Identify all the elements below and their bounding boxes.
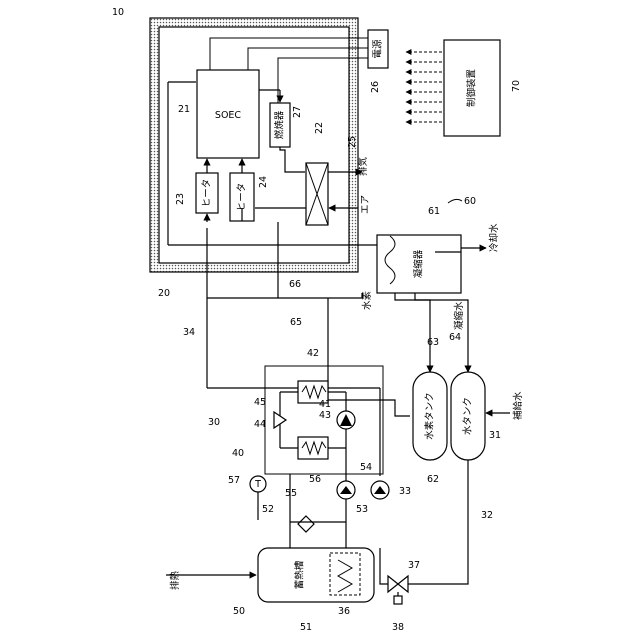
- controller-label: 制御装置: [466, 69, 478, 107]
- cooling-water-label: 冷却水: [488, 223, 500, 252]
- valve-38-ref: 38: [392, 622, 404, 633]
- condenser-ref: 61: [428, 206, 440, 217]
- soec-ref: 21: [178, 104, 190, 115]
- pump-54-ref: 54: [360, 462, 372, 473]
- valve-41-ref: 41: [319, 399, 331, 410]
- combustor-label: 燃焼器: [274, 110, 286, 139]
- heater-24-ref: 24: [258, 176, 269, 188]
- exchanger-42-ref: 42: [307, 348, 319, 359]
- line-65-ref: 65: [290, 317, 302, 328]
- valve-45-ref: 45: [254, 397, 266, 408]
- temp-symbol: T: [254, 479, 261, 490]
- heat-unit-40-ref: 40: [232, 448, 244, 459]
- line-64-ref: 64: [449, 332, 461, 343]
- coil-36-ref: 36: [338, 606, 350, 617]
- valve-56-ref: 56: [309, 474, 321, 485]
- valve-37-ref: 37: [408, 560, 420, 571]
- combustor-ref: 27: [292, 106, 303, 118]
- control-signals: [406, 52, 442, 122]
- insulation-ref: 25: [347, 136, 358, 148]
- valve-56: [298, 516, 314, 532]
- hydrogen-tank-label: 水素タンク: [424, 392, 436, 440]
- controller-ref: 70: [511, 80, 522, 92]
- makeup-water-label: 補給水: [512, 391, 524, 420]
- water-tank-ref: 31: [489, 430, 501, 441]
- heater-24-label: ヒータ: [237, 183, 248, 212]
- heat-44-ref: 44: [254, 419, 266, 430]
- storage-tank: [258, 548, 374, 602]
- storage-tank-label: 蓄熱槽: [294, 560, 306, 589]
- hydrogen-tank-ref: 62: [427, 474, 439, 485]
- line-63-ref: 63: [427, 337, 439, 348]
- pump-53-ref: 53: [356, 504, 368, 515]
- heat-exchanger-ref: 22: [314, 122, 325, 134]
- hydrogen-label: 水素: [361, 290, 373, 310]
- air-label: エア: [360, 195, 371, 214]
- heater-23-ref: 23: [175, 193, 186, 205]
- power-source-label: 電源: [373, 39, 384, 59]
- pump-43-ref: 43: [319, 410, 331, 421]
- leader-60: [448, 199, 462, 203]
- storage-tank-ref: 51: [300, 622, 312, 633]
- condensed-water-label: 凝縮水: [453, 301, 465, 330]
- soec-label: SOEC: [215, 110, 242, 121]
- valve-37: [388, 576, 398, 592]
- line-66-ref: 66: [289, 279, 301, 290]
- line-55-ref: 55: [285, 488, 297, 499]
- exhaust-heat-label: 排熱: [169, 571, 181, 591]
- heat-unit-ref: 30: [208, 417, 220, 428]
- valve-38: [394, 596, 402, 604]
- line-52-ref: 52: [262, 504, 274, 515]
- temp-57-ref: 57: [228, 475, 240, 486]
- condenser-unit-ref: 60: [464, 196, 476, 207]
- line-34-ref: 34: [183, 327, 195, 338]
- storage-unit-ref: 50: [233, 606, 245, 617]
- return-piping: [380, 460, 468, 596]
- line-32-ref: 32: [481, 510, 493, 521]
- heater-23-label: ヒータ: [202, 179, 213, 208]
- exhaust-label: 排気: [357, 156, 369, 176]
- condenser-label: 凝縮器: [413, 249, 425, 278]
- soec-unit-ref: 20: [158, 288, 170, 299]
- pump-33-ref: 33: [399, 486, 411, 497]
- water-tank-label: 水タンク: [462, 397, 474, 435]
- power-source-ref: 26: [370, 81, 381, 93]
- system-ref: 10: [112, 7, 124, 18]
